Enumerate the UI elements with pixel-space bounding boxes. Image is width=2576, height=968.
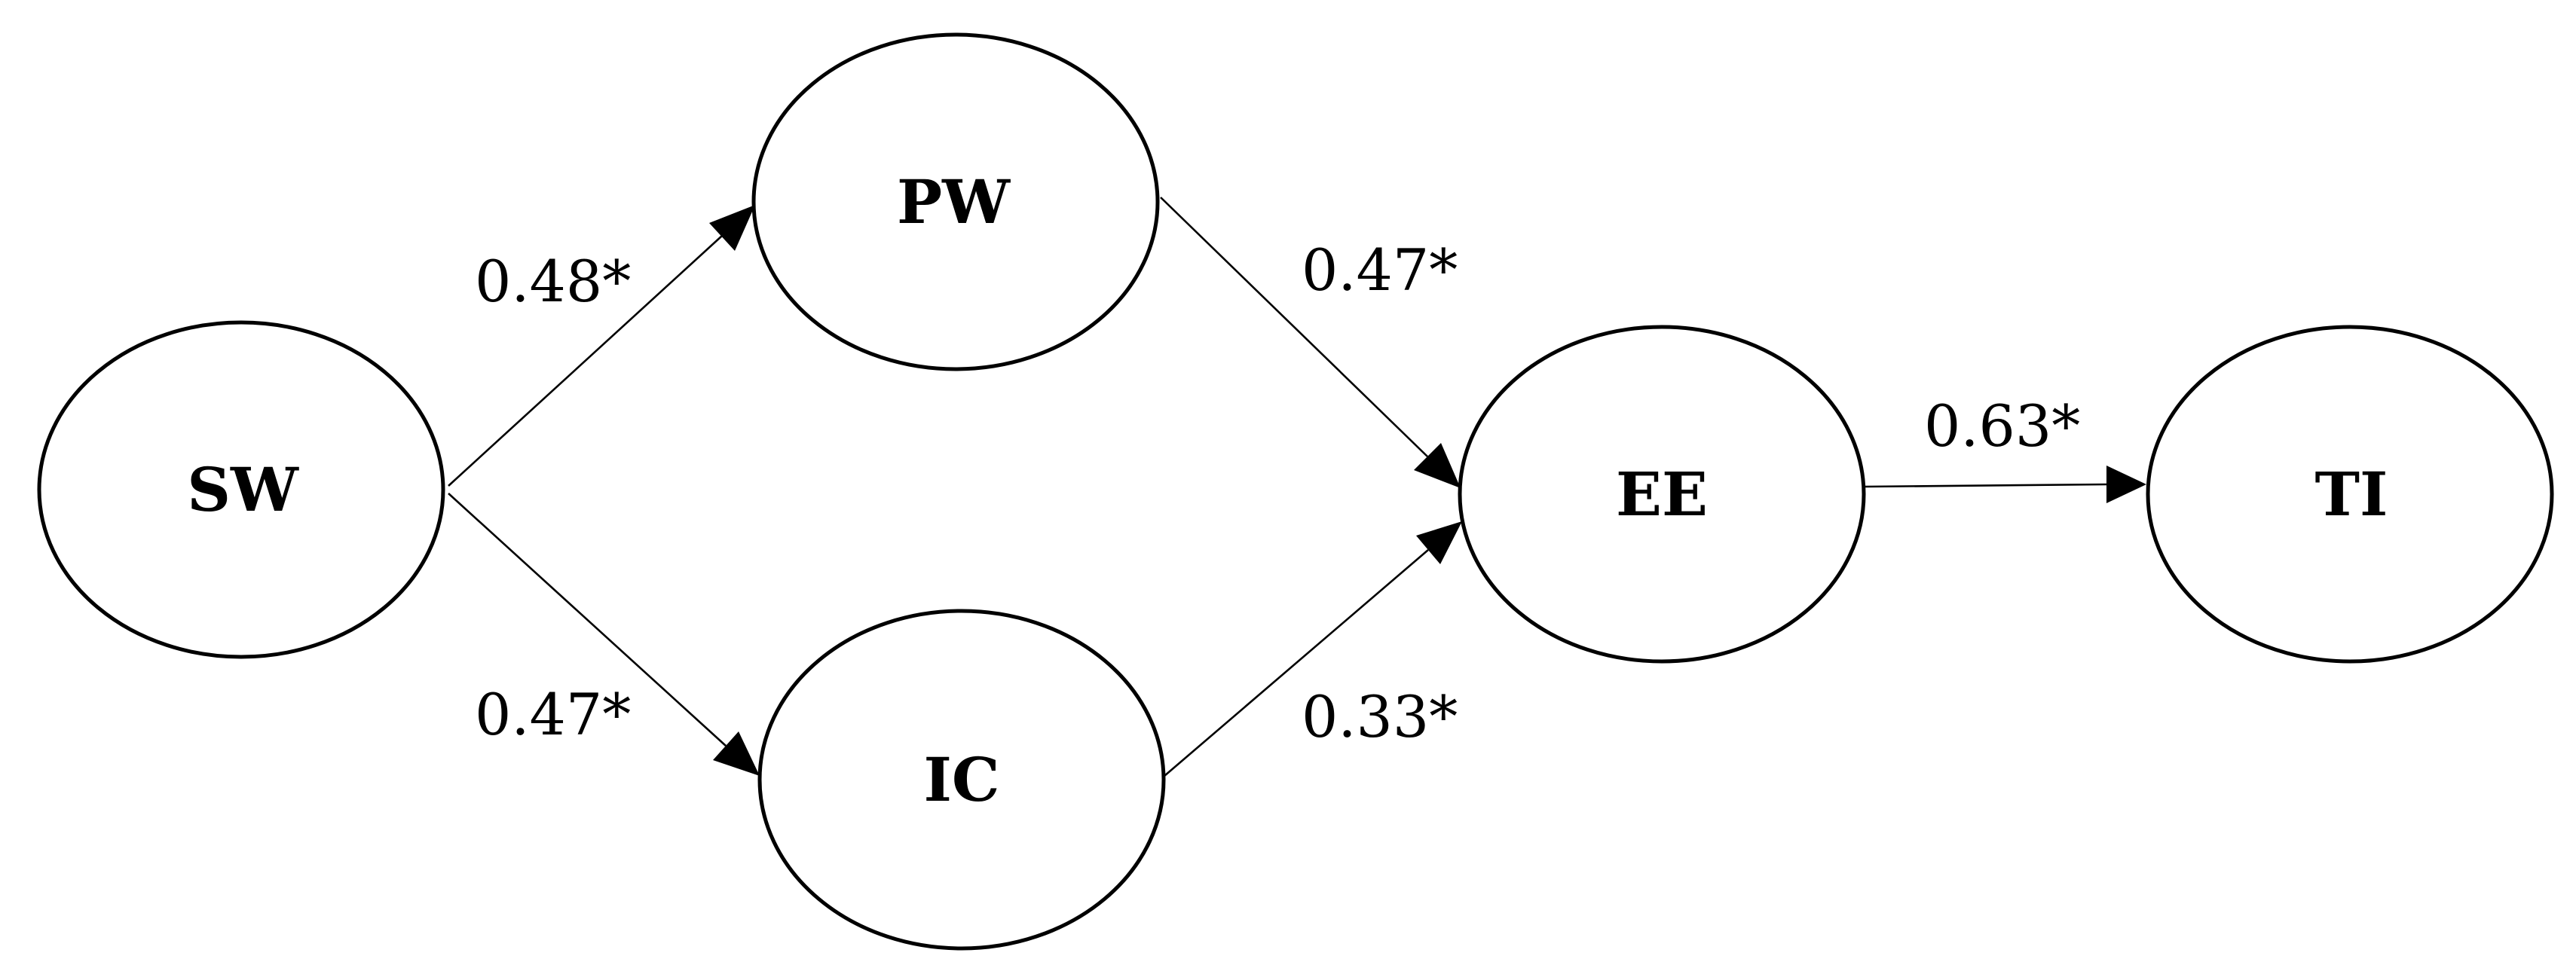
node-ic-label: IC [923, 744, 999, 815]
node-ee: EE [1458, 325, 1866, 664]
node-ic-ellipse [757, 609, 1166, 951]
node-ic: IC [757, 609, 1166, 951]
edge-pw-ee-arrowhead [1414, 443, 1461, 488]
edge-ic-ee-line [1164, 549, 1429, 777]
node-sw-ellipse [37, 320, 445, 659]
edge-ee-ti-arrowhead [2106, 466, 2146, 503]
edge-sw-pw-line [448, 235, 723, 487]
edge-sw-ic-line [448, 493, 727, 747]
edge-pw-ee [1160, 197, 1461, 488]
node-ti: TI [2146, 325, 2554, 664]
node-ti-label: TI [2315, 459, 2388, 530]
node-pw-ellipse [751, 32, 1160, 371]
path-coefficient-sw-pw: 0.48* [475, 248, 631, 315]
path-coefficient-ic-ee: 0.33* [1302, 683, 1458, 750]
node-ti-ellipse [2146, 325, 2554, 664]
edge-ic-ee [1164, 521, 1462, 777]
node-pw: PW [751, 32, 1160, 371]
edge-sw-ic [448, 493, 760, 776]
edge-ee-ti [1865, 466, 2146, 503]
path-coefficient-ee-ti: 0.63* [1924, 392, 2080, 460]
edge-pw-ee-line [1160, 197, 1428, 457]
path-coefficient-pw-ee: 0.47* [1302, 237, 1458, 304]
edge-sw-pw [448, 205, 755, 487]
node-pw-label: PW [897, 166, 1011, 237]
node-ee-ellipse [1458, 325, 1866, 664]
node-sw: SW [37, 320, 445, 659]
edge-sw-pw-arrowhead [709, 205, 755, 251]
node-ee-label: EE [1616, 459, 1708, 530]
edge-sw-ic-arrowhead [713, 731, 760, 776]
node-sw-label: SW [187, 454, 299, 525]
path-coefficient-sw-ic: 0.47* [475, 681, 631, 748]
edge-ee-ti-line [1865, 483, 2107, 488]
edge-ic-ee-arrowhead [1416, 521, 1462, 564]
